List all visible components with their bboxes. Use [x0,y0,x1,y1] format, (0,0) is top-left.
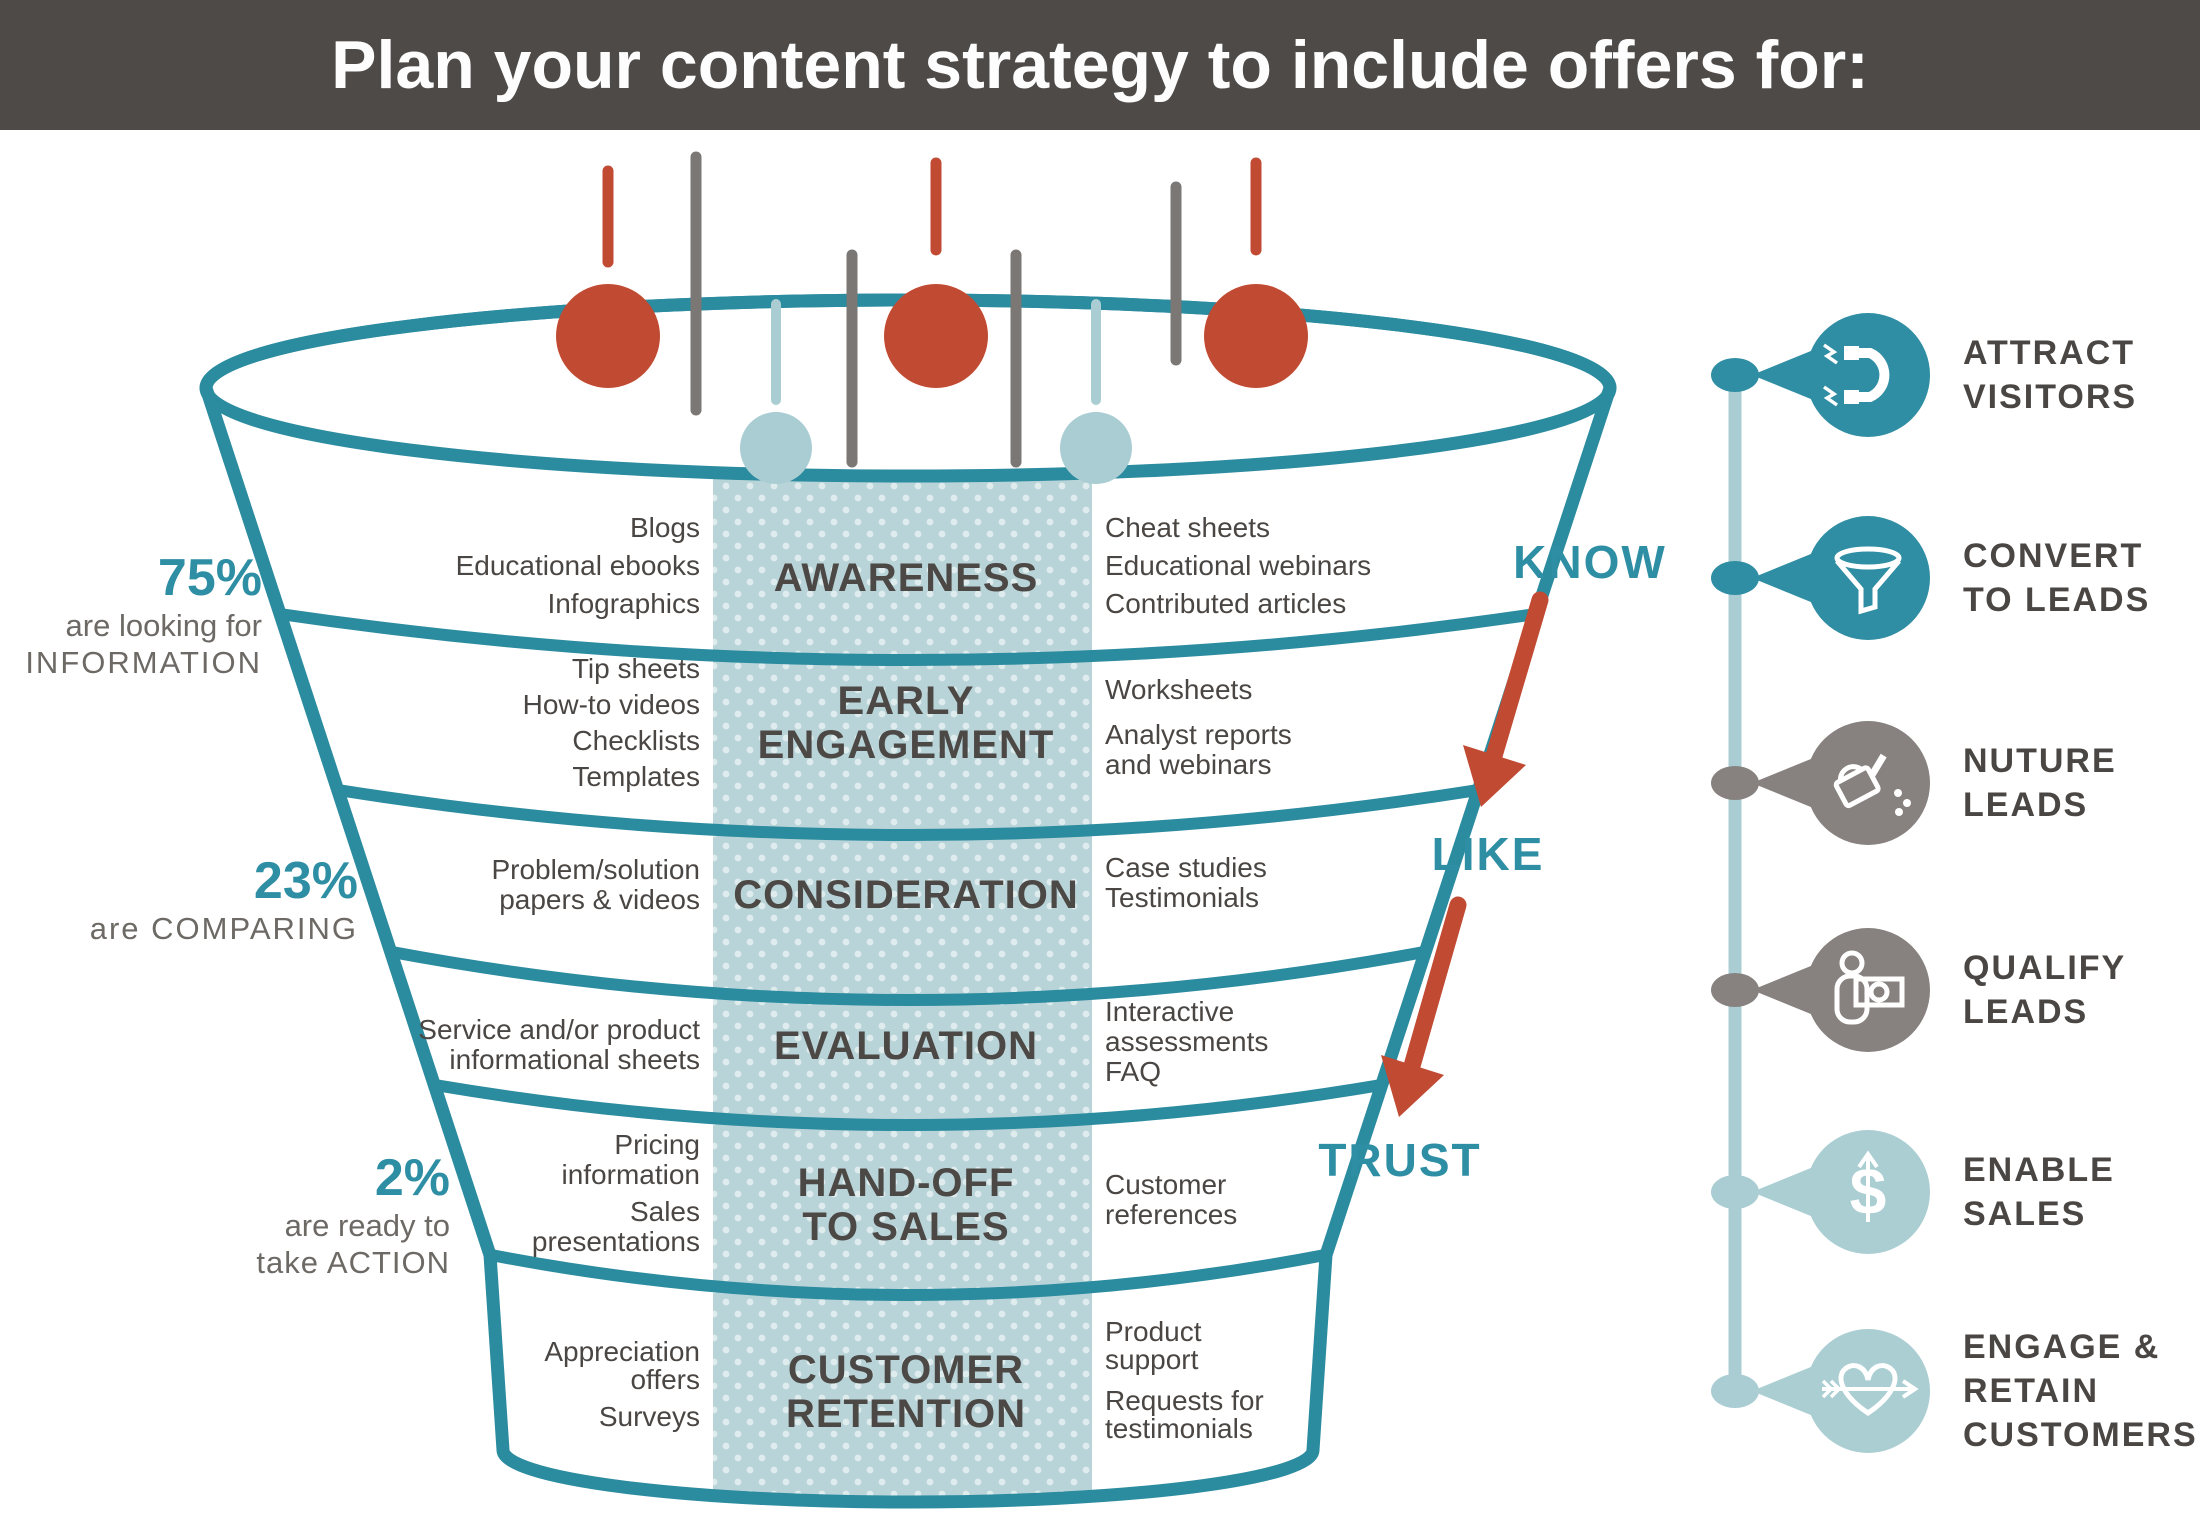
journey-arrow-know-like [1463,591,1549,807]
retention-right-items: Product support Requests for testimonial… [1105,1318,1280,1443]
awareness-left-items: Blogs Educational ebooks Infographics [400,509,700,623]
list-item: Case studies [1105,852,1267,883]
awareness-right-items: Cheat sheets Educational webinars Contri… [1105,509,1395,623]
blue-lollipop-icon [771,299,1101,405]
stat-line: are looking for [65,608,262,643]
stat-value: 2% [374,1149,450,1207]
page-title: Plan your content strategy to include of… [331,27,1869,103]
stat-line: take ACTION [256,1245,450,1280]
watering-can-icon [1833,753,1911,816]
list-item: Surveys [598,1401,700,1432]
title-bar: Plan your content strategy to include of… [0,0,2200,130]
funnel-outline [199,293,1617,1509]
list-item: Cheat sheets [1105,512,1270,543]
stage-label-hand-off: HAND-OFF TO SALES [797,1161,1015,1249]
step-bubble-enable: $ [1752,1130,1930,1254]
stat-line: INFORMATION [25,645,262,680]
list-item: Testimonials [1105,882,1260,913]
list-item: Infographics [547,588,700,619]
sidebar-label-attract: ATTRACT VISITORS [1963,334,2138,416]
retention-left-items: Appreciation offers Surveys [530,1338,700,1431]
sidebar-label-enable: ENABLE SALES [1963,1151,2115,1233]
step-bubble-attract [1752,313,1930,437]
handoff-left-items: Pricing information Sales presentations [515,1130,700,1257]
early-right-items: Worksheets Analyst reports and webinars [1105,675,1340,780]
separator-3 [390,946,1426,1006]
sidebar-label-qualify: QUALIFY LEADS [1963,949,2126,1031]
stage-label-retention: CUSTOMER RETENTION [785,1348,1027,1436]
stage-label-early-engagement: EARLY ENGAGEMENT [757,679,1055,767]
separator-2 [337,784,1479,841]
stage-label-awareness: AWARENESS [773,556,1039,600]
list-item: Problem/solution papers & videos [491,854,700,915]
magnet-icon [1822,343,1890,407]
consideration-left-items: Problem/solution papers & videos [465,855,700,915]
sidebar-label-convert: CONVERT TO LEADS [1963,537,2151,619]
journey-label-know: KNOW [1513,536,1667,588]
separator-4 [434,1079,1382,1131]
texture-band [713,300,1092,1502]
balloon-decorations [556,151,1308,484]
timeline-dots [1711,358,1759,1408]
journey-arrow-like-trust [1381,896,1467,1117]
stat-value: 75% [157,549,262,607]
qualify-person-icon [1834,950,1905,1025]
list-item: Analyst reports and webinars [1105,719,1292,780]
stat-action: 2% are ready to take ACTION [30,1149,450,1281]
separator-1 [279,608,1537,666]
step-bubble-engage [1752,1329,1930,1453]
stat-line: are COMPARING [89,911,358,946]
handoff-right-items: Customer references [1105,1170,1260,1230]
list-item: Checklists [572,725,700,756]
stage-label-evaluation: EVALUATION [773,1024,1039,1068]
gray-stick-icon [690,151,1182,468]
step-bubble-qualify [1752,928,1930,1052]
consideration-right-items: Case studies Testimonials [1105,853,1305,913]
evaluation-right-items: Interactive assessments FAQ [1105,997,1285,1087]
step-bubble-convert [1752,516,1930,640]
journey-label-trust: TRUST [1318,1134,1482,1186]
early-left-items: Tip sheets How-to videos Checklists Temp… [480,651,700,795]
stat-comparing: 23% are COMPARING [0,852,358,947]
heart-arrow-icon [1821,1363,1919,1417]
list-item: Product support [1105,1316,1202,1375]
sidebar-label-engage: ENGAGE & RETAIN CUSTOMERS [1963,1328,2198,1454]
stage-separators [279,608,1537,1301]
sidebar-label-nuture: NUTURE LEADS [1963,742,2117,824]
stage-label-consideration: CONSIDERATION [733,873,1079,917]
list-item: Pricing information [561,1129,700,1190]
list-item: FAQ [1105,1056,1162,1087]
list-item: Tip sheets [571,653,700,684]
funnel-icon [1834,546,1902,615]
list-item: Educational ebooks [455,550,700,581]
list-item: Educational webinars [1105,550,1372,581]
step-bubble-nuture [1752,721,1930,845]
list-item: Worksheets [1105,674,1253,705]
list-item: Requests for testimonials [1105,1385,1264,1444]
list-item: How-to videos [522,689,700,720]
journey-label-like: LIKE [1431,828,1545,880]
stat-line: are ready to [284,1208,450,1243]
list-item: Customer references [1105,1169,1238,1230]
list-item: Sales presentations [531,1196,700,1257]
list-item: Blogs [629,512,700,543]
list-item: Contributed articles [1105,588,1347,619]
list-item: Interactive assessments [1105,996,1269,1057]
list-item: Templates [572,761,700,792]
red-balloon-icon [602,157,1262,268]
stat-value: 23% [253,852,358,910]
separator-5 [489,1249,1327,1301]
list-item: Service and/or product informational she… [418,1014,700,1075]
dollar-arrow-icon: $ [1850,1150,1886,1228]
evaluation-left-items: Service and/or product informational she… [405,1015,700,1075]
list-item: Appreciation offers [544,1336,700,1395]
stat-information: 75% are looking for INFORMATION [0,549,262,681]
